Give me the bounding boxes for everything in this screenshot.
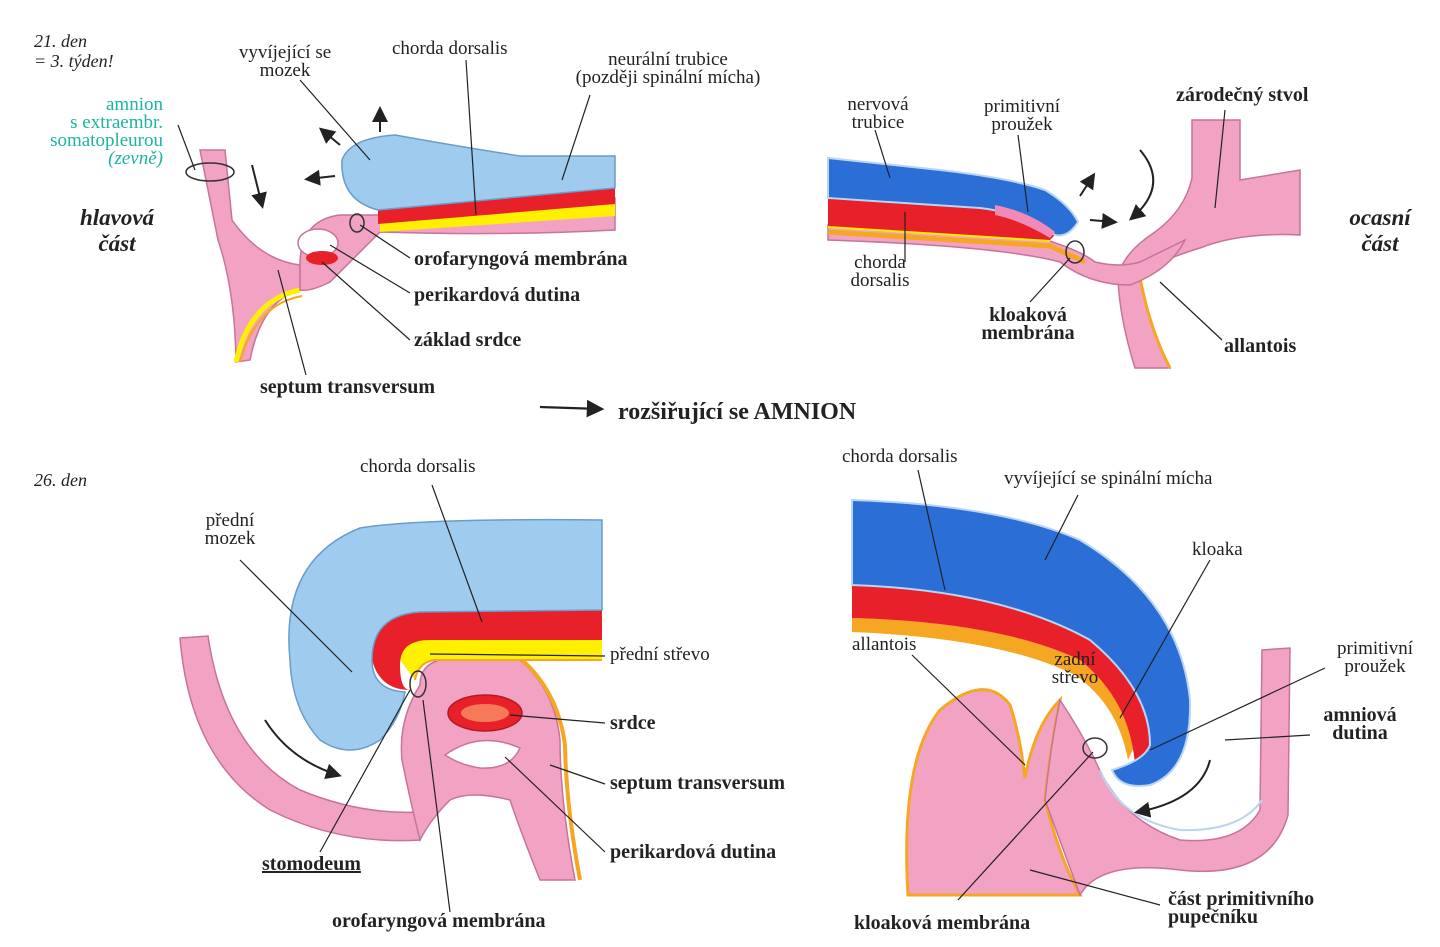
chorda-label-d: chorda dorsalis	[842, 446, 958, 467]
spinal-cord-label-d: vyvíjející se spinální mícha	[1004, 468, 1213, 489]
allantois-label-d: allantois	[852, 634, 917, 655]
cloacal-membrane-label-d: kloaková membrána	[854, 912, 1031, 934]
primitive-streak-label-d: primitivní proužek	[1337, 638, 1413, 677]
day-26-label: 26. den	[34, 470, 87, 490]
expanding-amnion-caption: rozšiřující se AMNION	[618, 399, 857, 425]
pericardial-label-a: perikardová dutina	[414, 284, 581, 306]
germ-stalk-label-b: zárodečný stvol	[1176, 84, 1309, 106]
forebrain-c	[288, 518, 603, 751]
amniotic-cavity-label-d: amniová dutina	[1323, 704, 1397, 744]
panel-b-tail-region	[827, 109, 1301, 369]
heart-base-label-a: základ srdce	[414, 329, 522, 351]
neural-tube-label-a: neurální trubice (později spinální mícha…	[575, 49, 761, 88]
heart-base-a	[306, 251, 338, 265]
allantois-label-b: allantois	[1224, 335, 1297, 357]
stomodeum-label-c: stomodeum	[262, 853, 361, 875]
week-3-label: = 3. týden!	[34, 51, 114, 71]
hindgut-label-d: zadní střevo	[1051, 649, 1099, 688]
chorda-label-b: chorda dorsalis	[850, 252, 910, 291]
primitive-streak-label-b: primitivní proužek	[984, 96, 1060, 135]
chorda-label-c: chorda dorsalis	[360, 456, 476, 477]
tail-part-label: ocasní část	[1349, 205, 1411, 256]
neural-tube-label-b: nervová trubice	[847, 94, 909, 133]
heart-label-c: srdce	[610, 712, 656, 734]
neural-tube-a	[341, 134, 616, 211]
brain-label-a: vyvíjející se mozek	[238, 42, 332, 81]
chorda-label-a: chorda dorsalis	[392, 38, 508, 59]
amnion-label: amnion s extraembr. somatopleurou (zevně…	[50, 94, 163, 169]
spinal-cord-d	[851, 498, 1192, 787]
cloacal-membrane-label-b: kloaková membrána	[981, 304, 1075, 344]
amnion-strip-a	[199, 149, 301, 363]
umbilical-label-d: část primitivního pupečníku	[1168, 888, 1315, 928]
panel-c-head-region	[179, 484, 606, 913]
septum-label-c: septum transversum	[610, 772, 785, 794]
pericardial-label-c: perikardová dutina	[610, 841, 777, 863]
day-21-label: 21. den	[34, 31, 87, 51]
foregut-label-c: přední střevo	[610, 644, 710, 665]
forebrain-label-c: přední mozek	[204, 510, 256, 549]
orofaryngeal-label-a: orofaryngová membrána	[414, 248, 628, 270]
orofaryngeal-label-c: orofaryngová membrána	[332, 910, 546, 932]
panel-a-head-region	[177, 59, 616, 376]
head-part-label: hlavová část	[79, 205, 155, 256]
chorda-a	[378, 188, 615, 224]
chorda-d	[852, 585, 1150, 765]
panel-d-tail-region	[851, 469, 1326, 906]
septum-label-a: septum transversum	[260, 376, 435, 398]
cloaca-label-d: kloaka	[1192, 539, 1243, 560]
chorda-c	[372, 610, 602, 690]
